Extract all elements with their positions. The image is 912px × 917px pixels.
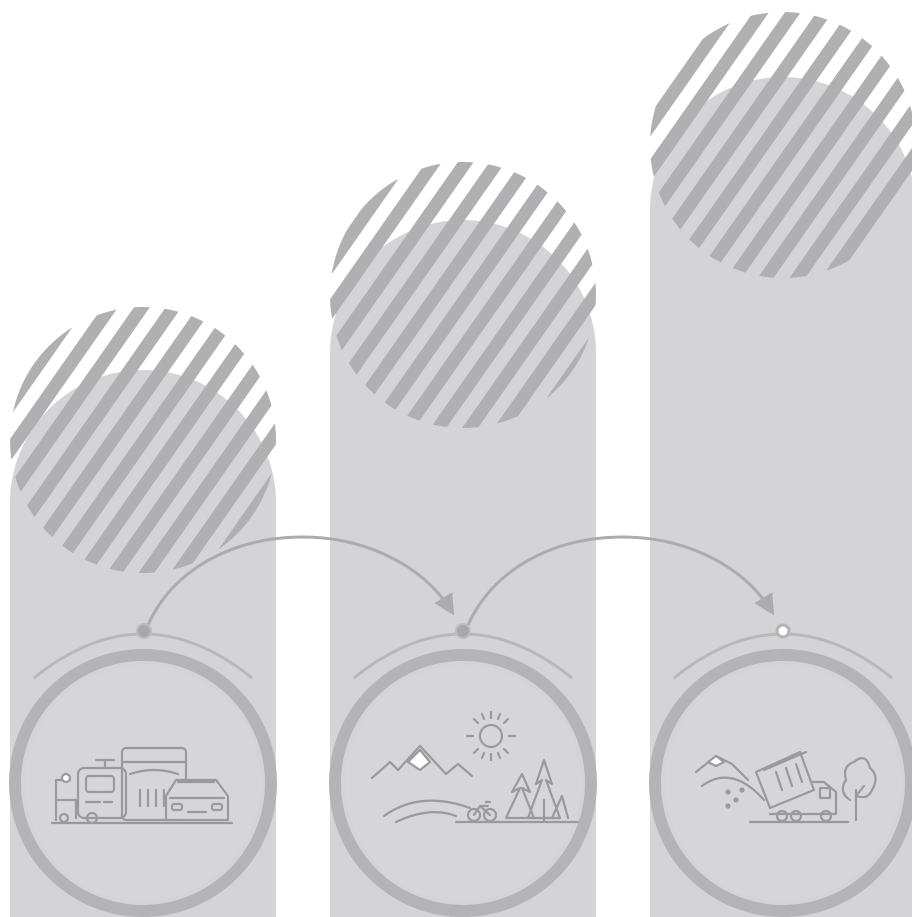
stage-3-icon-circle xyxy=(655,655,911,911)
stage-2-node xyxy=(456,624,470,638)
stage-1-hatched-disc xyxy=(10,307,276,573)
stage-1-node xyxy=(137,624,151,638)
stage-2-hatched-disc xyxy=(330,162,596,428)
stage-3-node xyxy=(777,625,789,637)
stage-3-hatched-disc xyxy=(650,12,912,278)
stage-1-icon-circle xyxy=(15,655,271,911)
